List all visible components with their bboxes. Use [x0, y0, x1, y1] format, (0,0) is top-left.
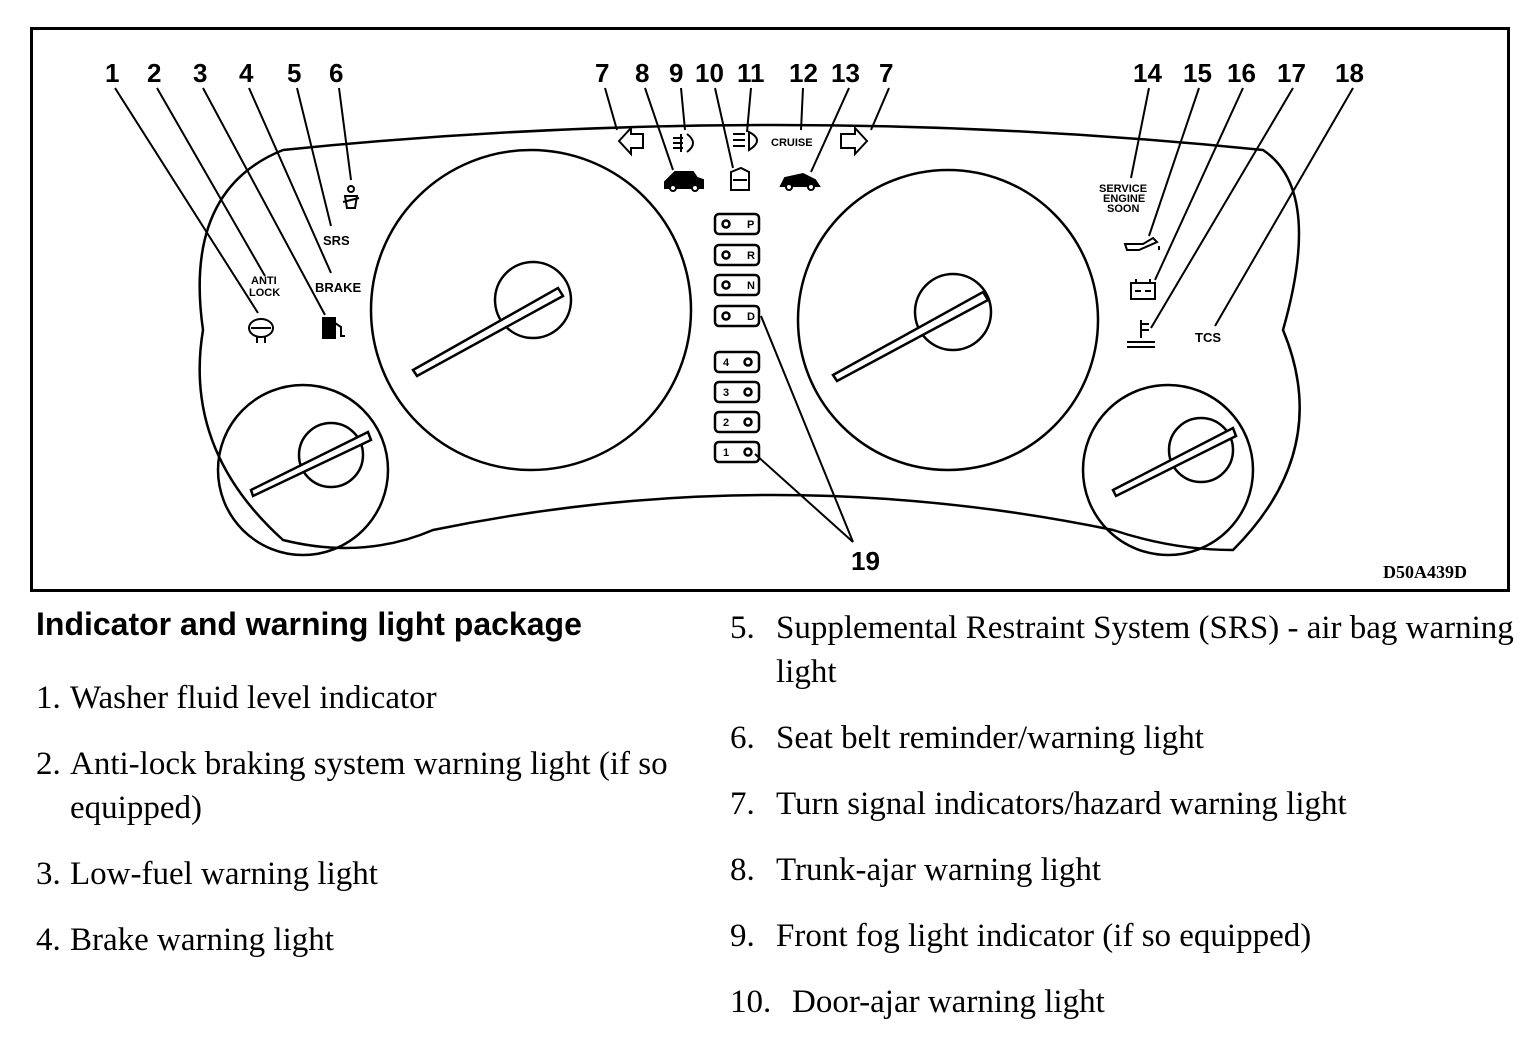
- callout-7-left: 7: [595, 58, 609, 88]
- turn-left-arrow-icon: [617, 125, 644, 157]
- gauge-left-large: [369, 148, 693, 472]
- legend-number: 4.: [36, 922, 61, 958]
- callout-8: 8: [635, 58, 649, 88]
- gear-indicator-column: [713, 212, 761, 464]
- callout-14: 14: [1133, 58, 1162, 88]
- gear-4: 4: [723, 357, 730, 369]
- cluster-drawing: P R N D 4 3 2 1: [105, 58, 1467, 582]
- washer-fluid-icon: [248, 318, 274, 343]
- legend-item-7: 7. Turn signal indicators/hazard warning…: [730, 782, 1520, 826]
- headlight-icon: [733, 130, 758, 152]
- section-heading: Indicator and warning light package: [36, 606, 582, 642]
- label-tcs: TCS: [1195, 330, 1221, 345]
- callout-18: 18: [1335, 58, 1364, 88]
- callout-4: 4: [239, 58, 254, 88]
- legend-item-9: 9. Front fog light indicator (if so equi…: [730, 914, 1520, 958]
- legend-number: 5.: [730, 610, 755, 646]
- callout-5: 5: [287, 58, 301, 88]
- legend-item-10: 10. Door-ajar warning light: [730, 980, 1520, 1024]
- figure-code: D50A439D: [1383, 562, 1467, 582]
- coolant-temperature-icon: [1127, 320, 1155, 348]
- legend-number: 2.: [36, 746, 61, 782]
- battery-icon: [1130, 279, 1156, 300]
- legend-text: Supplemental Restraint System (SRS) - ai…: [776, 610, 1514, 690]
- legend-number: 9.: [730, 918, 755, 954]
- label-srs: SRS: [323, 233, 350, 248]
- legend-text: Front fog light indicator (if so equippe…: [776, 918, 1312, 954]
- legend-text: Anti-lock braking system warning light (…: [70, 746, 668, 826]
- door-ajar-icon: [730, 166, 750, 191]
- legend-number: 6.: [730, 720, 755, 756]
- gear-n: N: [747, 280, 755, 292]
- legend-text: Low-fuel warning light: [70, 856, 378, 892]
- callout-1: 1: [105, 58, 119, 88]
- legend-item-6: 6. Seat belt reminder/warning light: [730, 716, 1520, 760]
- gear-letters: P R N D 4 3 2 1: [723, 219, 755, 459]
- label-brake: BRAKE: [315, 280, 362, 295]
- legend-list-right: 5. Supplemental Restraint System (SRS) -…: [730, 606, 1520, 1024]
- callout-16: 16: [1227, 58, 1256, 88]
- turn-right-arrow-icon: [840, 125, 869, 157]
- callout-10: 10: [695, 58, 724, 88]
- gear-d: D: [747, 311, 755, 323]
- label-soon: SOON: [1107, 203, 1139, 215]
- callout-17: 17: [1277, 58, 1306, 88]
- callout-12: 12: [789, 58, 818, 88]
- callout-2: 2: [147, 58, 161, 88]
- instrument-cluster-diagram: P R N D 4 3 2 1: [30, 27, 1510, 592]
- label-anti: ANTI: [251, 275, 277, 287]
- legend-list-left: 1. Washer fluid level indicator 2. Anti-…: [36, 676, 716, 962]
- panel-labels: ANTI LOCK SRS BRAKE CRUISE SERVICE ENGIN…: [249, 137, 1221, 345]
- label-service: SERVICE: [1099, 183, 1147, 195]
- gear-3: 3: [723, 387, 729, 399]
- label-engine: ENGINE: [1103, 193, 1145, 205]
- legend-number: 10.: [730, 984, 772, 1020]
- legend-text: Seat belt reminder/warning light: [776, 720, 1204, 756]
- gauge-right-large: [796, 168, 1100, 472]
- cluster-outline: [198, 123, 1301, 552]
- legend-item-4: 4. Brake warning light: [36, 918, 716, 962]
- label-cruise: CRUISE: [771, 137, 813, 149]
- legend-text: Brake warning light: [70, 922, 334, 958]
- gear-p: P: [747, 219, 754, 231]
- callout-7-right: 7: [879, 58, 893, 88]
- callout-6: 6: [329, 58, 343, 88]
- legend-number: 7.: [730, 786, 755, 822]
- label-lock: LOCK: [249, 287, 280, 299]
- fuel-pump-icon: [322, 317, 345, 339]
- car-icon: [779, 172, 821, 191]
- legend-number: 8.: [730, 852, 755, 888]
- legend-item-3: 3. Low-fuel warning light: [36, 852, 716, 896]
- legend-item-5: 5. Supplemental Restraint System (SRS) -…: [730, 606, 1520, 694]
- callout-13: 13: [831, 58, 860, 88]
- trunk-ajar-icon: [664, 171, 704, 192]
- legend-number: 1.: [36, 680, 61, 716]
- legend-text: Door-ajar warning light: [792, 984, 1105, 1020]
- legend-number: 3.: [36, 856, 61, 892]
- seat-belt-icon: [342, 185, 360, 209]
- callout-numbers: 1 2 3 4 5 6 7 8 9 10 11 12 13 7 14 15 16…: [105, 58, 1364, 576]
- oil-pressure-icon: [1123, 236, 1160, 251]
- callout-9: 9: [669, 58, 683, 88]
- callout-3: 3: [193, 58, 207, 88]
- legend-item-1: 1. Washer fluid level indicator: [36, 676, 716, 720]
- gauge-left-small: [216, 383, 390, 557]
- gauge-right-small: [1081, 383, 1255, 557]
- legend-text: Washer fluid level indicator: [70, 680, 437, 716]
- callout-19: 19: [851, 546, 880, 576]
- legend-item-8: 8. Trunk-ajar warning light: [730, 848, 1520, 892]
- gear-2: 2: [723, 417, 729, 429]
- gear-r: R: [747, 250, 755, 262]
- legend-item-2: 2. Anti-lock braking system warning ligh…: [36, 742, 716, 830]
- fog-light-icon: [673, 133, 694, 153]
- legend-text: Turn signal indicators/hazard warning li…: [776, 786, 1347, 822]
- callout-11: 11: [737, 58, 765, 88]
- gear-1: 1: [723, 447, 729, 459]
- callout-15: 15: [1183, 58, 1212, 88]
- legend-text: Trunk-ajar warning light: [776, 852, 1102, 888]
